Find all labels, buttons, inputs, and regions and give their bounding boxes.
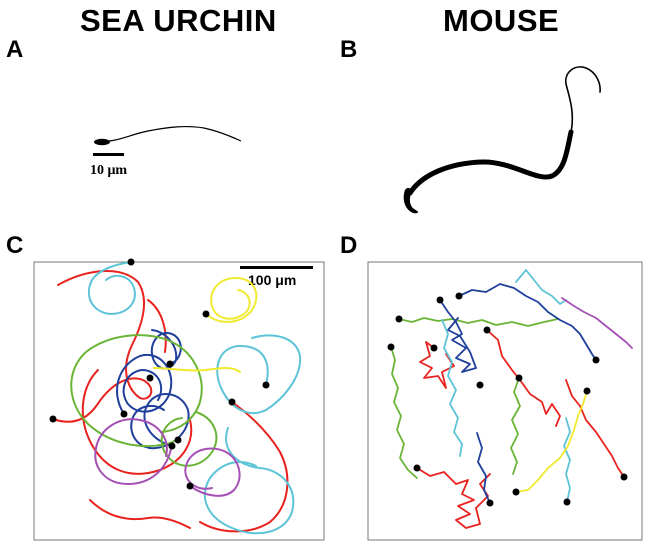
trajectory-c-cyan-2 [216,334,302,415]
start-dot [515,374,523,382]
trajectory-d-cyan-1 [515,269,567,305]
trajectory-d-cyan-3 [563,417,571,503]
scale-bar-c [240,266,313,269]
trajectory-c-purple-2 [184,447,241,497]
trajectory-c-red-3 [89,401,289,533]
start-dot [512,488,520,496]
start-dot [127,258,135,266]
panel-label-a: A [6,36,24,63]
sea-urchin-sperm-image [93,125,242,156]
start-dot [592,356,600,364]
trajectory-d-red-1 [416,467,491,529]
panel-d-frame [367,261,643,541]
start-dot [486,499,494,507]
panel-c-trajectories [33,258,325,541]
start-dot [620,473,628,481]
start-dot [483,326,491,334]
trajectory-d-blue-3 [476,432,491,504]
start-dot [476,381,484,389]
trajectory-d-green-3 [510,377,521,475]
start-dot [395,315,403,323]
sea-urchin-sperm-head [94,138,110,146]
sea-urchin-heading: SEA URCHIN [80,3,277,38]
start-dot [49,415,57,423]
trajectory-d-green-2 [390,346,418,479]
panel-c-frame [33,261,325,541]
scale-bar-a-label: 10 μm [90,163,128,178]
start-dot [563,498,571,506]
start-dot [430,344,438,352]
trajectory-d-yellow-1 [515,390,588,493]
mouse-sperm-flagellum [565,66,601,133]
trajectory-d-green-1 [398,317,559,327]
start-dot [166,360,174,368]
trajectory-c-cyan-3 [204,427,295,535]
mouse-heading: MOUSE [443,3,560,38]
start-dot [146,374,154,382]
trajectory-d-blue-1 [458,283,597,361]
panel-label-c: C [6,232,24,259]
mouse-sperm-midpiece [407,129,574,196]
start-dot [228,398,236,406]
start-dot [202,310,210,318]
start-dot [583,387,591,395]
sea-urchin-sperm-flagellum [108,125,242,142]
mouse-sperm-image [403,66,601,214]
panel-d-trajectories [367,261,643,541]
start-dot [413,464,421,472]
trajectory-c-cyan-1 [87,261,136,315]
trajectory-c-blue-1 [150,329,182,370]
start-dot [186,482,194,490]
trajectory-c-blue-2 [116,353,173,415]
trajectory-c-yellow-2 [153,367,241,373]
trajectory-c-red-2 [81,299,193,475]
panel-label-d: D [340,232,358,259]
trajectory-d-red-2 [486,329,561,427]
trajectory-d-red-4 [419,341,455,389]
scale-bar-a [93,153,124,156]
trajectory-c-red-1 [52,270,153,423]
panel-d-start-points [387,292,628,507]
trajectory-c-yellow-1 [205,277,258,323]
start-dot [387,343,395,351]
trajectory-c-green-2 [160,411,218,467]
trajectory-d-cyan-2 [441,319,463,457]
start-dot [120,410,128,418]
trajectory-d-red-3 [565,379,625,478]
mouse-sperm-head [403,187,419,214]
panel-c-start-points [49,258,270,490]
trajectory-c-blue-3 [130,393,190,450]
start-dot [455,292,463,300]
trajectory-d-blue-2 [439,299,477,373]
start-dot [168,442,176,450]
start-dot [436,296,444,304]
trajectory-c-purple-1 [94,418,173,485]
trajectory-d-purple-1 [561,297,633,349]
trajectory-c-green-1 [70,334,203,448]
panel-label-b: B [340,36,358,63]
scale-bar-c-label: 100 μm [248,272,297,288]
start-dot [262,381,270,389]
start-dot [174,436,182,444]
